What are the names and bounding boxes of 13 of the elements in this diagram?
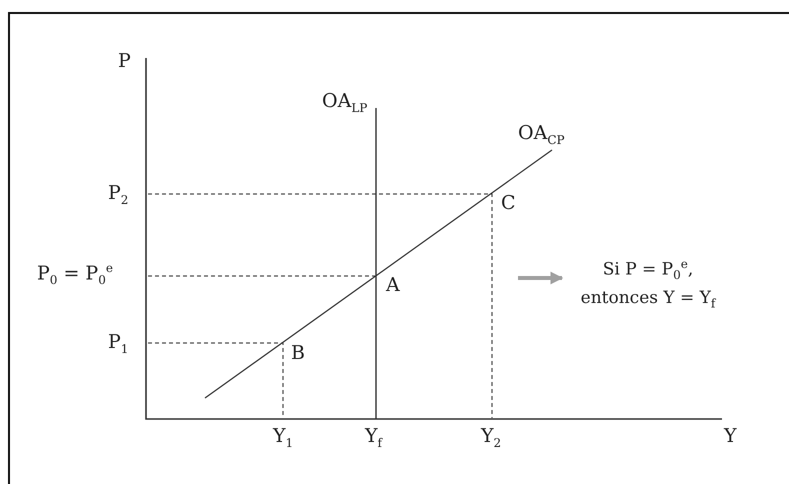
axis-tick-label: Y$_{f}$ [365,427,382,449]
note-text: Si P = P$_{0}$$^{e}$, entonces Y = Y$_{f}$ [580,256,717,312]
point-label: A [386,276,400,295]
axis-tick-label: P$_{2}$ [108,184,128,206]
axis-tick-label: Y$_{2}$ [481,427,502,449]
axis-tick-label: Y$_{1}$ [273,427,294,449]
curve-label: OA$_{CP}$ [518,124,565,146]
point-label: C [501,194,516,213]
axis-tick-label: P$_{1}$ [108,333,128,355]
axis-label: P [118,52,131,71]
curve-label: OA$_{LP}$ [322,92,368,114]
point-label: B [291,344,305,363]
axis-label: Y [724,427,737,446]
